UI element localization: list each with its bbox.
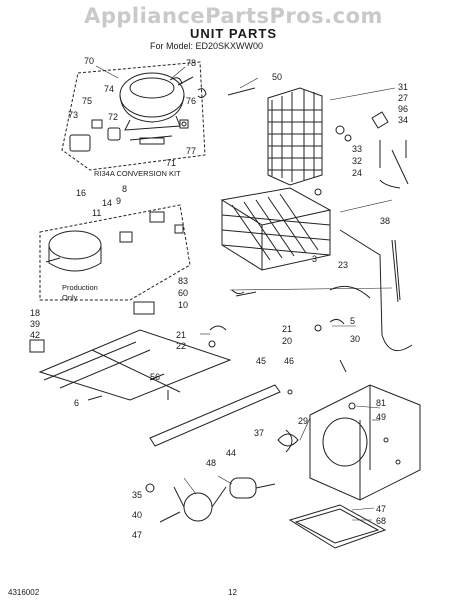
callout-16: 16 bbox=[76, 188, 86, 198]
callout-42: 42 bbox=[30, 330, 40, 340]
callout-29: 29 bbox=[298, 416, 308, 426]
callout-21b: 21 bbox=[282, 324, 292, 334]
conversion-kit-box bbox=[61, 61, 206, 171]
callout-3: 3 bbox=[312, 254, 317, 264]
callout-81: 81 bbox=[376, 398, 386, 408]
callout-22: 22 bbox=[176, 341, 186, 351]
compressor bbox=[119, 72, 194, 131]
callout-9: 9 bbox=[116, 196, 121, 206]
model-line: For Model: ED20SKXWW00 bbox=[150, 41, 264, 51]
callout-50: 50 bbox=[272, 72, 282, 82]
callout-27: 27 bbox=[398, 93, 408, 103]
callout-31: 31 bbox=[398, 82, 408, 92]
callout-38: 38 bbox=[380, 216, 390, 226]
callout-70: 70 bbox=[84, 56, 94, 66]
callout-8: 8 bbox=[122, 184, 127, 194]
callout-10: 10 bbox=[178, 300, 188, 310]
evaporator bbox=[220, 187, 332, 271]
callout-73: 73 bbox=[68, 110, 78, 120]
callout-68: 68 bbox=[376, 516, 386, 526]
callout-34: 34 bbox=[398, 115, 408, 125]
tubing bbox=[231, 229, 413, 373]
callout-46: 46 bbox=[284, 356, 294, 366]
drier-parts bbox=[314, 111, 409, 196]
callout-21a: 21 bbox=[176, 330, 186, 340]
rail-45 bbox=[149, 384, 281, 447]
frame-rails bbox=[29, 329, 232, 401]
callout-labels: 70 78 74 75 73 72 76 77 71 RI34A CONVERS… bbox=[30, 56, 408, 540]
callout-20b: 20 bbox=[282, 336, 292, 346]
callout-47a: 47 bbox=[132, 530, 142, 540]
drain-pan bbox=[288, 504, 387, 549]
callout-32: 32 bbox=[352, 156, 362, 166]
callout-24: 24 bbox=[352, 168, 362, 178]
callout-40: 40 bbox=[132, 510, 142, 520]
production-label-line1: Production bbox=[62, 283, 98, 292]
callout-35: 35 bbox=[132, 490, 142, 500]
callout-77: 77 bbox=[186, 146, 196, 156]
production-only-box bbox=[39, 204, 191, 315]
callout-33: 33 bbox=[352, 144, 362, 154]
callout-6: 6 bbox=[74, 398, 79, 408]
callout-45: 45 bbox=[256, 356, 266, 366]
condenser-coil bbox=[227, 87, 323, 186]
leader-lines bbox=[95, 65, 396, 521]
fan-motor bbox=[145, 429, 299, 523]
callout-11: 11 bbox=[92, 208, 101, 218]
kit-label: RI34A CONVERSION KIT bbox=[94, 169, 181, 178]
callout-83: 83 bbox=[178, 276, 188, 286]
callout-76: 76 bbox=[186, 96, 196, 106]
relay-overload bbox=[69, 88, 207, 152]
callout-30: 30 bbox=[350, 334, 360, 344]
callout-72: 72 bbox=[108, 112, 118, 122]
callout-74: 74 bbox=[104, 84, 114, 94]
callout-18: 18 bbox=[30, 308, 40, 318]
page-title: UNIT PARTS bbox=[189, 26, 278, 41]
callout-71: 71 bbox=[166, 158, 176, 168]
callout-5: 5 bbox=[350, 316, 355, 326]
callout-14: 14 bbox=[102, 198, 112, 208]
page-number: 12 bbox=[228, 588, 237, 597]
callout-23: 23 bbox=[338, 260, 348, 270]
callout-48: 48 bbox=[206, 458, 216, 468]
callout-44: 44 bbox=[226, 448, 236, 458]
callout-37: 37 bbox=[254, 428, 264, 438]
callout-39: 39 bbox=[30, 319, 40, 329]
callout-47b: 47 bbox=[376, 504, 386, 514]
fan-bracket bbox=[309, 384, 421, 501]
watermark: AppliancePartsPros.com bbox=[84, 4, 383, 28]
callout-49: 49 bbox=[376, 412, 386, 422]
callout-78: 78 bbox=[186, 58, 196, 68]
callout-75: 75 bbox=[82, 96, 92, 106]
document-number: 4316002 bbox=[8, 588, 40, 597]
callout-96: 96 bbox=[398, 104, 408, 114]
clips-middle bbox=[167, 291, 345, 400]
callout-56: 56 bbox=[150, 372, 160, 382]
callout-60: 60 bbox=[178, 288, 188, 298]
production-label-line2: Only bbox=[62, 293, 78, 302]
